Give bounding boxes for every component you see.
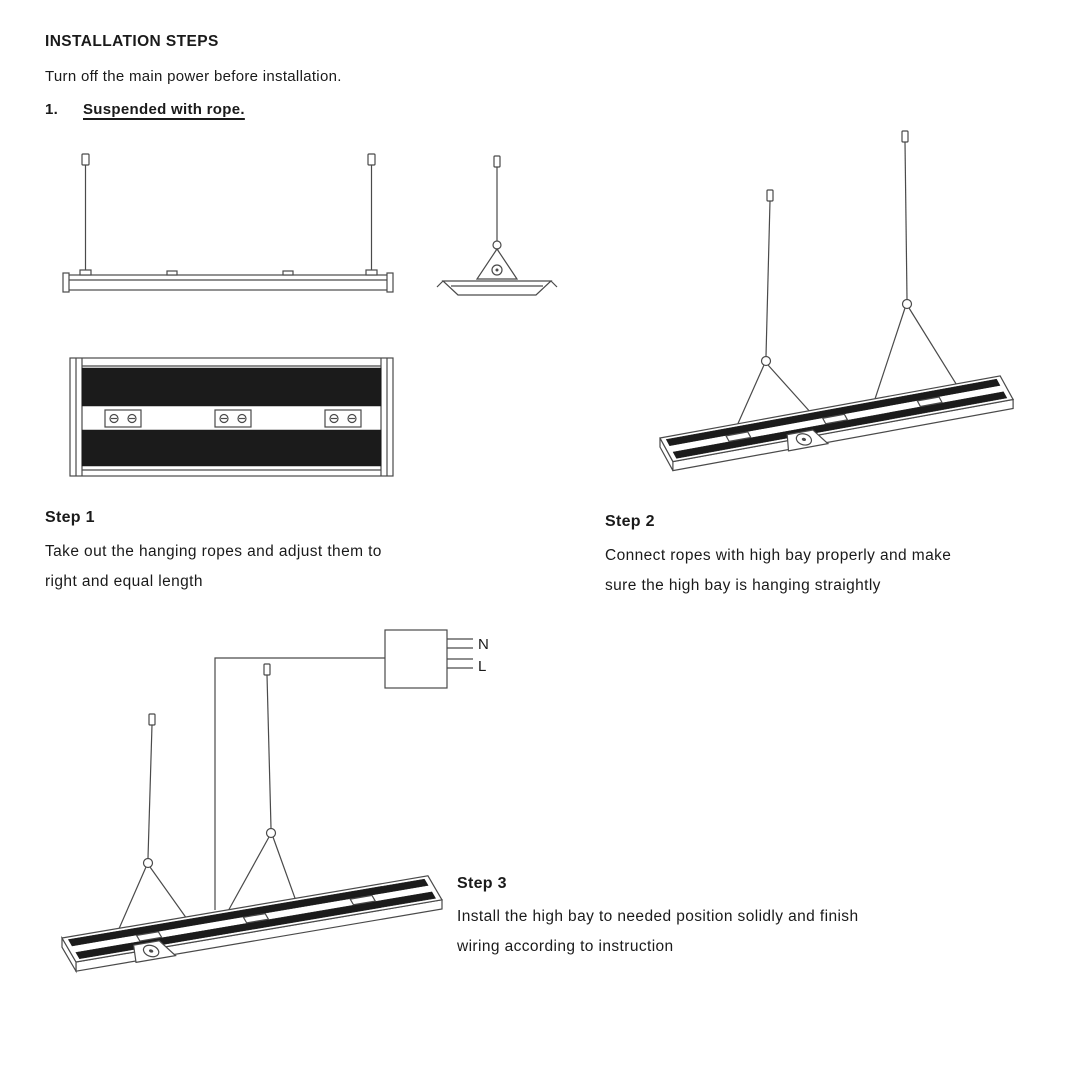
section-number: 1.: [45, 101, 59, 118]
high-bay-fixture: [62, 876, 448, 974]
mounting-bracket: [475, 247, 519, 280]
step-1-label: Step 1: [45, 509, 95, 526]
side-view-diagram: [62, 153, 394, 293]
hanging-pin-icon: [148, 713, 156, 726]
step-2-label: Step 2: [605, 513, 655, 530]
connector-boxes: [104, 409, 362, 428]
neutral-wire-label: N: [478, 636, 488, 653]
rope-loop: [492, 240, 502, 250]
power-cable: [214, 657, 385, 910]
fixture-end-profile: [436, 280, 558, 296]
fixture-bar: [62, 269, 394, 293]
step-3-label: Step 3: [457, 875, 507, 892]
step-2-text: Connect ropes with high bay properly and…: [605, 547, 952, 594]
rope-right: [872, 141, 960, 404]
hanging-pin-icon: [493, 155, 501, 168]
led-panel-top: [81, 367, 382, 407]
hanging-pin-icon: [766, 189, 774, 202]
hanging-pin-icon: [901, 130, 909, 143]
rope-center: [225, 674, 298, 915]
step-3-text: Install the high bay to needed position …: [457, 908, 859, 955]
page-title: INSTALLATION STEPS: [45, 33, 219, 50]
junction-box: N L: [384, 629, 488, 689]
hanging-pin-icon: [263, 663, 271, 676]
hanging-high-bay-diagram: [640, 130, 1020, 472]
live-wire-label: L: [478, 658, 486, 675]
front-view-diagram: [69, 357, 394, 477]
wiring-diagram: N L: [48, 629, 488, 974]
step-1-text: Take out the hanging ropes and adjust th…: [45, 543, 382, 590]
rope-left: [116, 724, 189, 933]
section-heading: 1. Suspended with rope.: [45, 101, 245, 118]
end-view-diagram: [436, 155, 558, 296]
intro-text: Turn off the main power before installat…: [45, 68, 342, 85]
hanging-pin-icon: [81, 153, 376, 166]
led-panel-bottom: [81, 429, 382, 467]
rope-left: [734, 200, 814, 430]
section-title: Suspended with rope.: [83, 101, 245, 118]
high-bay-fixture: [660, 376, 1018, 472]
